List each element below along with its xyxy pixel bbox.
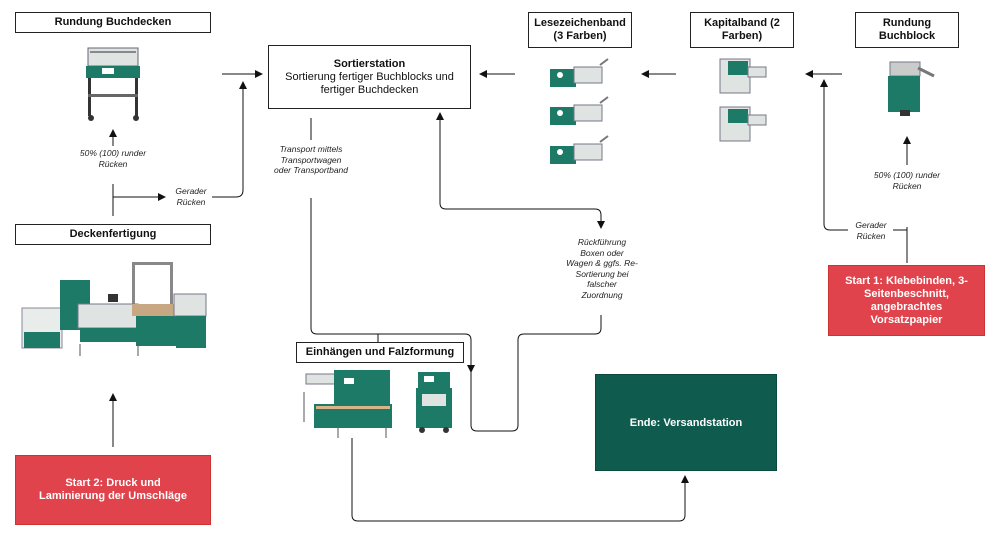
machine-rundung-buchblock-image [888,61,935,116]
node-label: Rundung Buchdecken [54,16,172,28]
node-label: Lesezeichenband (3 Farben) [534,17,626,42]
node-label: Kapitalband (2 Farben) [704,17,780,42]
node-sortierstation: Sortierstation Sortierung fertiger Buchb… [268,45,471,109]
machine-lesezeichenband-image-3 [550,135,609,164]
node-label: Start 1: Klebebinden, 3-Seitenbeschnitt,… [845,274,968,326]
arrow-transport-down [310,198,475,373]
label-gerader-left: Gerader Rücken [175,186,207,207]
node-label: Rundung Buchblock [878,17,936,42]
node-rundung-buchdecken: Rundung Buchdecken [15,12,211,33]
arrow-gerader-to-sort [212,81,247,198]
arrow-gerader-right-up [820,79,848,231]
machine-einhaengen-image-1 [303,370,392,438]
line-rueckfuehrung-loop [470,315,602,432]
arrow-rueckfuehrung-to-sort [436,112,602,222]
label-runder-right: 50% (100) runder Rücken [873,170,941,191]
machine-deckenfertigung-image [21,262,207,356]
machine-rundung-buchdecken-image [86,47,140,121]
node-label: Einhängen und Falzformung [305,346,455,358]
node-start2: Start 2: Druck und Laminierung der Umsch… [15,455,211,525]
machine-lesezeichenband-image-1 [550,58,609,87]
arrow-einhaengen-to-ende [351,438,689,522]
sortierstation-title: Sortierstation [333,57,406,70]
label-runder-left: 50% (100) runder Rücken [79,148,147,169]
node-rundung-buchblock: Rundung Buchblock [855,12,959,48]
label-rueckfuehrung: Rückführung Boxen oder Wagen & ggfs. Re-… [566,237,638,300]
node-label: Ende: Versandstation [629,416,743,429]
label-gerader-right: Gerader Rücken [855,220,887,241]
node-einhaengen: Einhängen und Falzformung [296,342,464,363]
sortierstation-text: Sortierung fertiger Buchblocks und ferti… [285,70,454,96]
node-ende: Ende: Versandstation [595,374,777,471]
node-label: Start 2: Druck und Laminierung der Umsch… [39,477,187,502]
node-label: Deckenfertigung [69,228,157,240]
machine-einhaengen-image-2 [416,372,452,433]
node-start1: Start 1: Klebebinden, 3-Seitenbeschnitt,… [828,265,985,336]
node-lesezeichenband: Lesezeichenband (3 Farben) [528,12,632,48]
node-deckenfertigung: Deckenfertigung [15,224,211,245]
node-kapitalband: Kapitalband (2 Farben) [690,12,794,48]
machine-lesezeichenband-image-2 [550,96,609,125]
machine-kapitalband-image-1 [719,58,767,94]
label-transport: Transport mittels Transportwagen oder Tr… [273,144,349,175]
machine-kapitalband-image-2 [719,106,767,142]
